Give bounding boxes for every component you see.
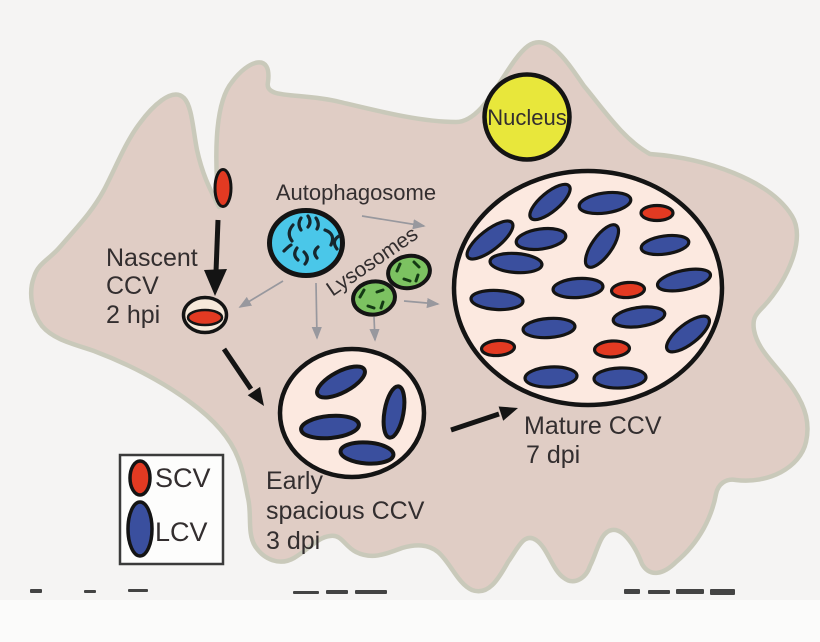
lcv-ellipse [665,314,711,354]
lcv-ellipse [528,182,572,222]
autophagosome: Autophagosome [267,180,436,278]
early-ccv-bacteria [299,364,407,466]
legend-lcv-symbol [126,500,154,558]
legend: SCV LCV [118,453,225,566]
arrow-lysosome-to-mature [403,297,440,309]
scv-ellipse [639,203,675,223]
arrowhead-nascent-to-early [247,386,264,406]
nascent-ccv: Nascent CCV 2 hpi [106,244,229,335]
gray-arrows-group [238,215,440,342]
lcv-ellipse [583,223,621,269]
lcv-ellipse [577,190,633,216]
scv-ellipse [479,338,517,358]
arrow-entry-to-nascent [213,219,221,273]
early-spacious-ccv: Early spacious CCV 3 dpi [266,346,427,555]
lcv-ellipse [592,366,648,390]
background-strip [0,600,820,642]
autophagosome-body [267,208,345,278]
lysosome-contents [358,260,421,310]
lcv-ellipse [465,219,515,261]
lcv-ellipse [299,413,361,441]
lcv-ellipse [551,276,605,300]
scv-ellipse [186,308,224,327]
lcv-ellipse [381,384,407,440]
arrow-early-to-mature [450,411,500,433]
nascent-ccv-label-line2: CCV [106,272,159,300]
cropped-caption-fragments [30,589,735,595]
nucleus-label: Nucleus [487,105,566,130]
mature-ccv: Mature CCV 7 dpi [451,168,725,469]
lcv-ellipse [514,226,568,252]
autophagosome-contents [282,214,341,266]
arrow-nascent-to-early [221,347,254,391]
arrowhead-early-to-mature [498,406,518,421]
arrow-autophagosome-to-nascent [238,280,284,308]
nucleus-circle [482,72,572,162]
mature-ccv-label-line1: Mature CCV [524,412,662,440]
legend-scv-label: SCV [155,463,211,493]
black-arrows-group [204,219,518,433]
lcv-ellipse [523,365,579,389]
arrow-autophagosome-to-early [311,282,322,340]
lcv-ellipse [315,364,367,400]
lcv-ellipse [611,305,667,329]
lcv-ellipse [655,267,713,293]
mature-ccv-bacteria [465,182,713,390]
legend-scv-symbol [128,459,152,497]
entering-scv-bacterium [213,168,233,208]
nascent-ccv-label-line1: Nascent [106,244,198,272]
early-ccv-vacuole [277,346,427,480]
early-ccv-label-line1: Early [266,467,323,495]
nucleus: Nucleus [482,72,572,162]
lcv-ellipse [338,440,396,466]
lcv-ellipse [488,251,544,275]
early-ccv-label-line3: 3 dpi [266,527,320,555]
scv-ellipse [592,339,632,359]
early-ccv-label-line2: spacious CCV [266,497,425,525]
scv-ellipse [609,280,647,300]
arrow-lysosome-to-early [369,316,380,342]
lcv-ellipse [469,288,525,312]
arrow-autophagosome-to-mature [361,215,426,230]
arrowhead-entry-to-nascent [204,269,227,296]
legend-lcv-label: LCV [155,517,208,547]
autophagosome-label: Autophagosome [276,180,436,205]
lcv-ellipse [639,233,691,257]
nascent-ccv-label-line3: 2 hpi [106,301,160,329]
mature-ccv-label-line2: 7 dpi [526,441,580,469]
lcv-ellipse [521,316,577,340]
